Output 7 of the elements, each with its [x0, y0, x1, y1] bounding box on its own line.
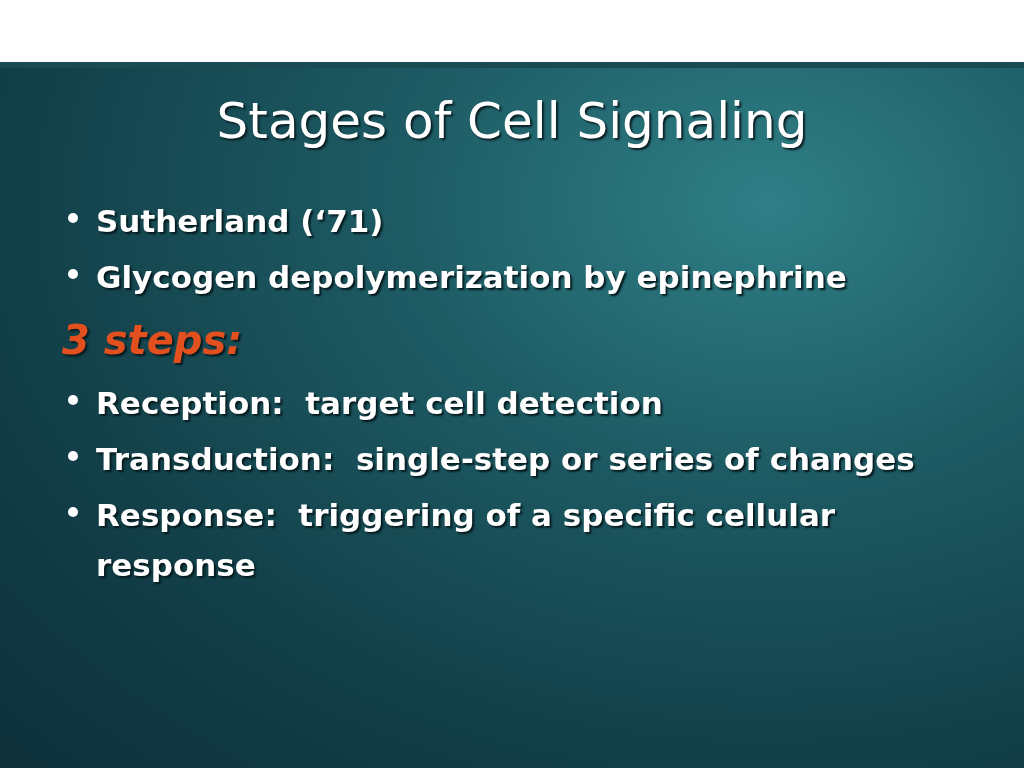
bullet-text: Sutherland (‘71)	[96, 202, 384, 241]
bullet-text: Response: triggering of a specific cellular response	[96, 496, 837, 585]
bullet-text: Glycogen depolymerization by epinephrine	[96, 258, 847, 297]
bullet-text: Transduction: single-step or series of changes	[96, 440, 915, 479]
slide-title: Stages of Cell Signaling	[215, 92, 809, 150]
bullet-text: Reception: target cell detection	[96, 384, 663, 423]
section-heading: 3 steps:	[62, 316, 243, 365]
